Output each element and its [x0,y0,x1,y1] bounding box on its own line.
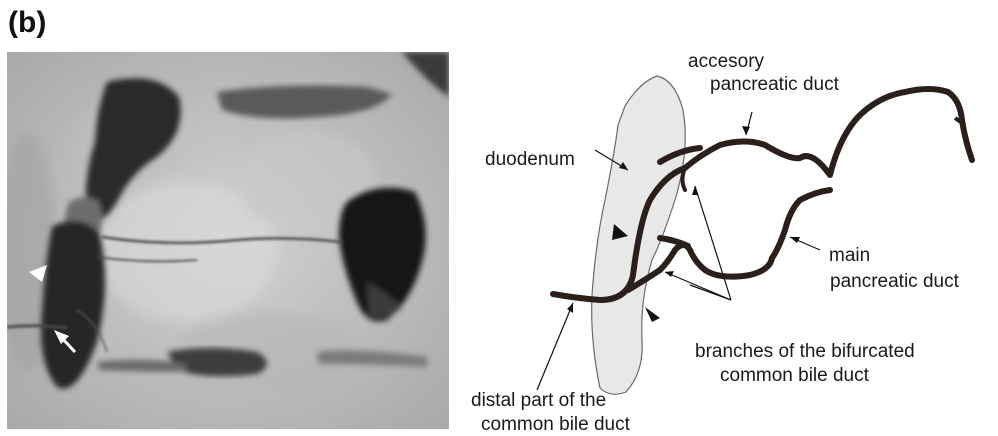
label-main-line2: pancreatic duct [830,271,960,292]
panel-label: (b) [8,6,46,40]
radiograph-image [7,52,449,429]
label-accessory-line2: pancreatic duct [710,74,840,95]
arrowhead-marker-2 [645,307,660,322]
label-duodenum: duodenum [485,149,575,170]
label-branches-line1: branches of the bifurcated [695,341,915,362]
label-distal-line2: common bile duct [481,414,631,435]
label-distal-line1: distal part of the [471,390,606,411]
label-branches-line2: common bile duct [720,365,870,386]
label-main-line1: main [829,245,870,266]
label-accessory-line1: accesory [688,51,765,72]
duct-schematic: duodenum accesory pancreatic duct main p… [455,0,998,436]
